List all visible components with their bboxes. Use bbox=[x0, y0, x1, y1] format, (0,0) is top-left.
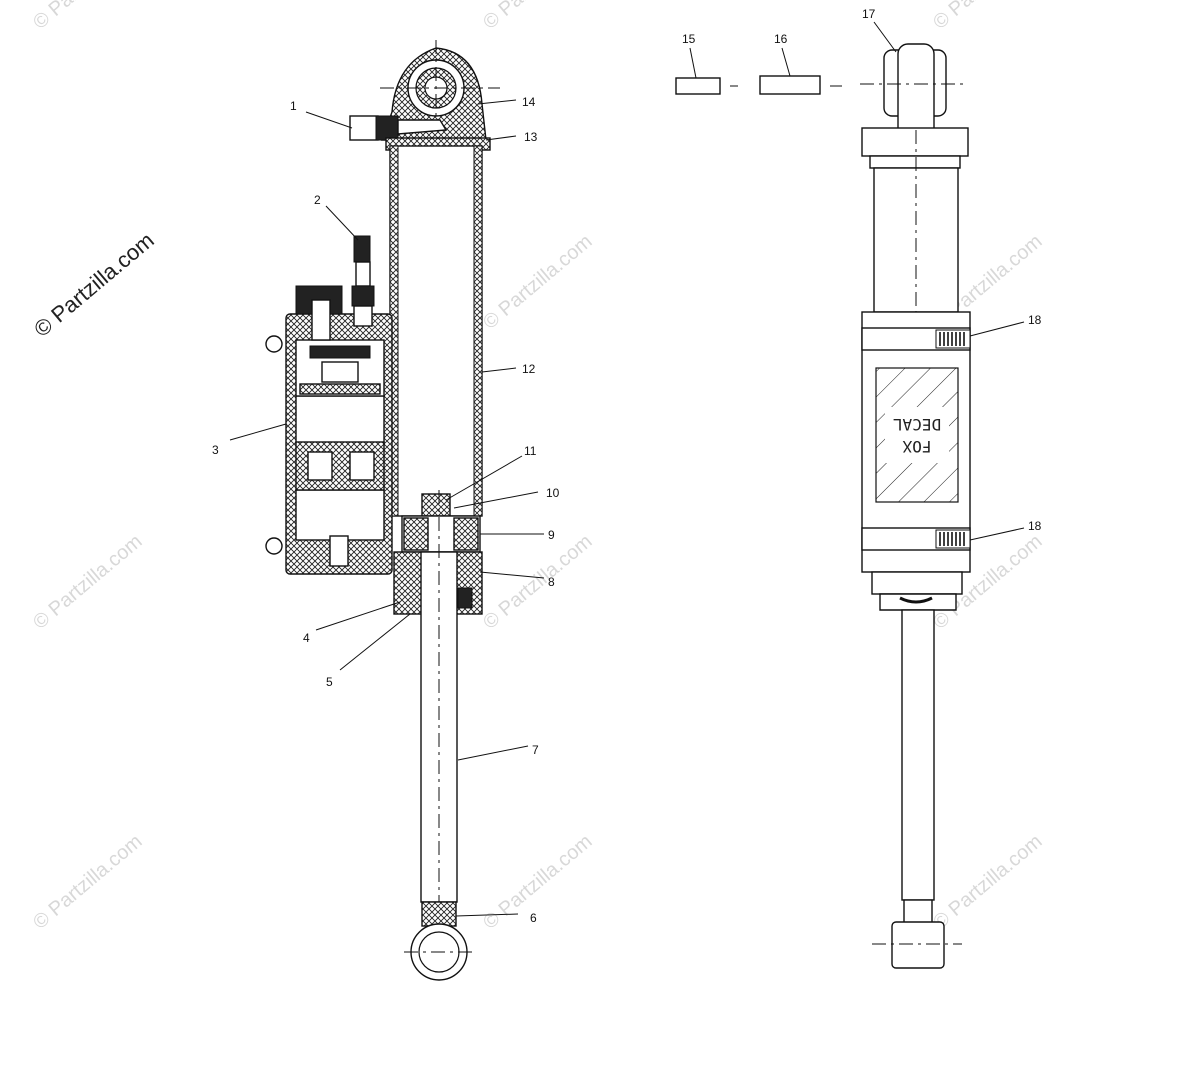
callout-3: 3 bbox=[212, 443, 219, 457]
callout-9: 9 bbox=[548, 528, 555, 542]
callout-11: 11 bbox=[524, 444, 537, 458]
watermark: © Partzilla.com bbox=[479, 230, 596, 333]
piston-nut bbox=[421, 493, 451, 517]
watermark: © Partzilla.com bbox=[29, 830, 146, 933]
watermark: © Partzilla.com bbox=[29, 0, 146, 34]
part-16-spacer bbox=[759, 75, 821, 95]
ribbed-clamp-18-bottom bbox=[935, 529, 971, 549]
valve-stem bbox=[311, 299, 331, 341]
seal-head-o-ring bbox=[457, 587, 473, 609]
watermark: © Partzilla.com bbox=[29, 530, 146, 633]
schrader-valve-nut bbox=[351, 285, 375, 307]
exterior-bottom-eyelet bbox=[891, 921, 945, 969]
hose-fitting-arm bbox=[397, 119, 448, 135]
piston-pocket bbox=[307, 451, 333, 481]
watermark: © Partzilla.com bbox=[479, 530, 596, 633]
schrader-valve-base bbox=[353, 305, 373, 327]
decal-text-group: FOX DECAL bbox=[885, 407, 949, 463]
reservoir-chamber-upper bbox=[295, 395, 385, 445]
exterior-lower-body bbox=[871, 571, 963, 595]
body-wall-right bbox=[473, 145, 483, 517]
watermark: © Partzilla.com bbox=[479, 830, 596, 933]
callout-4: 4 bbox=[303, 631, 310, 645]
watermark-main: © Partzilla.com bbox=[29, 227, 159, 341]
callout-5: 5 bbox=[326, 675, 333, 689]
callout-17: 17 bbox=[862, 7, 876, 21]
callout-14: 14 bbox=[522, 95, 536, 109]
callout-labels: 1 2 3 4 5 6 7 8 9 10 11 12 13 14 15 16 1… bbox=[212, 7, 1042, 925]
callout-8: 8 bbox=[548, 575, 555, 589]
callout-16: 16 bbox=[774, 32, 788, 46]
exterior-shaft-end bbox=[903, 899, 933, 925]
schrader-valve-body bbox=[355, 261, 371, 287]
leader-lines bbox=[229, 21, 1025, 917]
callout-18-bottom: 18 bbox=[1028, 519, 1042, 533]
callout-7: 7 bbox=[532, 743, 539, 757]
ribbed-clamp-18-top bbox=[935, 329, 971, 349]
hose-fitting-nut bbox=[375, 115, 399, 141]
reservoir-chamber-lower bbox=[295, 489, 385, 541]
exterior-shaft bbox=[901, 609, 935, 901]
reservoir-bottom-plug bbox=[329, 535, 349, 567]
callout-13: 13 bbox=[524, 130, 538, 144]
callout-18-top: 18 bbox=[1028, 313, 1042, 327]
watermark: © Partzilla.com bbox=[929, 0, 1046, 34]
main-body-tube bbox=[389, 145, 483, 517]
exterior-body-cap bbox=[861, 127, 969, 157]
shock-cross-section bbox=[265, 40, 500, 981]
piston-band-right bbox=[453, 517, 479, 551]
decal-text-line1: FOX bbox=[902, 437, 931, 456]
valve-plate bbox=[309, 345, 371, 359]
valve-body bbox=[321, 361, 359, 383]
part-15-spacer bbox=[675, 77, 721, 95]
callout-1: 1 bbox=[290, 99, 297, 113]
piston-band-left bbox=[403, 517, 429, 551]
decal-text-line2: DECAL bbox=[893, 415, 941, 434]
watermark: © Partzilla.com bbox=[929, 830, 1046, 933]
watermark: © Partzilla.com bbox=[479, 0, 596, 34]
hose-fitting bbox=[349, 115, 379, 141]
reservoir-clamp-bolt bbox=[265, 537, 283, 555]
callout-6: 6 bbox=[530, 911, 537, 925]
shock-exterior-view: FOX DECAL bbox=[675, 43, 971, 969]
exterior-cap-ring bbox=[869, 155, 961, 169]
callout-10: 10 bbox=[546, 486, 560, 500]
callout-2: 2 bbox=[314, 193, 321, 207]
valve-seat bbox=[299, 383, 381, 395]
piston-pocket bbox=[349, 451, 375, 481]
schrader-valve-tip bbox=[353, 235, 371, 263]
shaft-eyelet-bushing bbox=[421, 901, 457, 927]
reservoir-clamp-bolt bbox=[265, 335, 283, 353]
callout-15: 15 bbox=[682, 32, 696, 46]
callout-12: 12 bbox=[522, 362, 536, 376]
